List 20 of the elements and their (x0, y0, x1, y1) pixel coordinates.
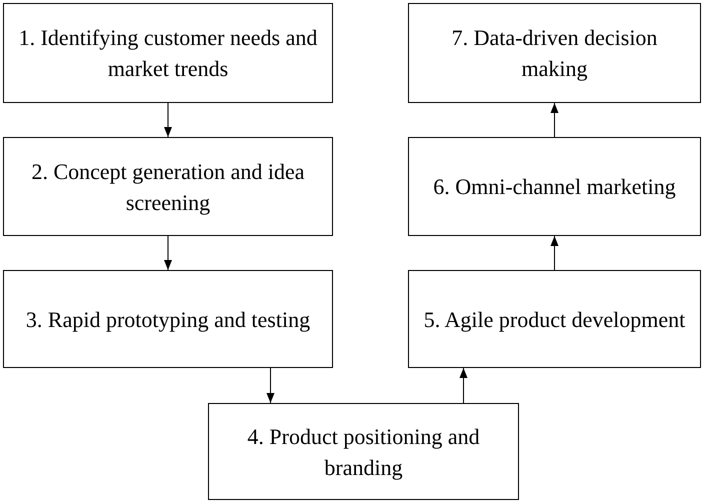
process-box (3, 137, 333, 236)
process-box (208, 403, 519, 500)
process-box (3, 3, 333, 103)
process-box (408, 137, 701, 236)
process-box (408, 270, 701, 368)
step-text: 4. Product positioning and branding (246, 422, 481, 482)
step-text: 3. Rapid prototyping and testing (26, 306, 310, 334)
step-text: 6. Omni-channel marketing (433, 173, 676, 201)
arrow (266, 368, 274, 404)
step-text: 2. Concept generation and idea screening (30, 158, 306, 217)
arrow (550, 102, 558, 138)
arrow (164, 236, 172, 270)
process-box (3, 270, 333, 368)
step-text: 7. Data-driven decision making (450, 24, 658, 83)
step-text: 5. Agile product development (424, 306, 686, 334)
arrow (460, 368, 468, 404)
arrow (550, 236, 558, 270)
arrow (164, 102, 172, 138)
step-text: 1. Identifying customer needs and market trends (18, 24, 318, 83)
process-box (408, 3, 701, 103)
